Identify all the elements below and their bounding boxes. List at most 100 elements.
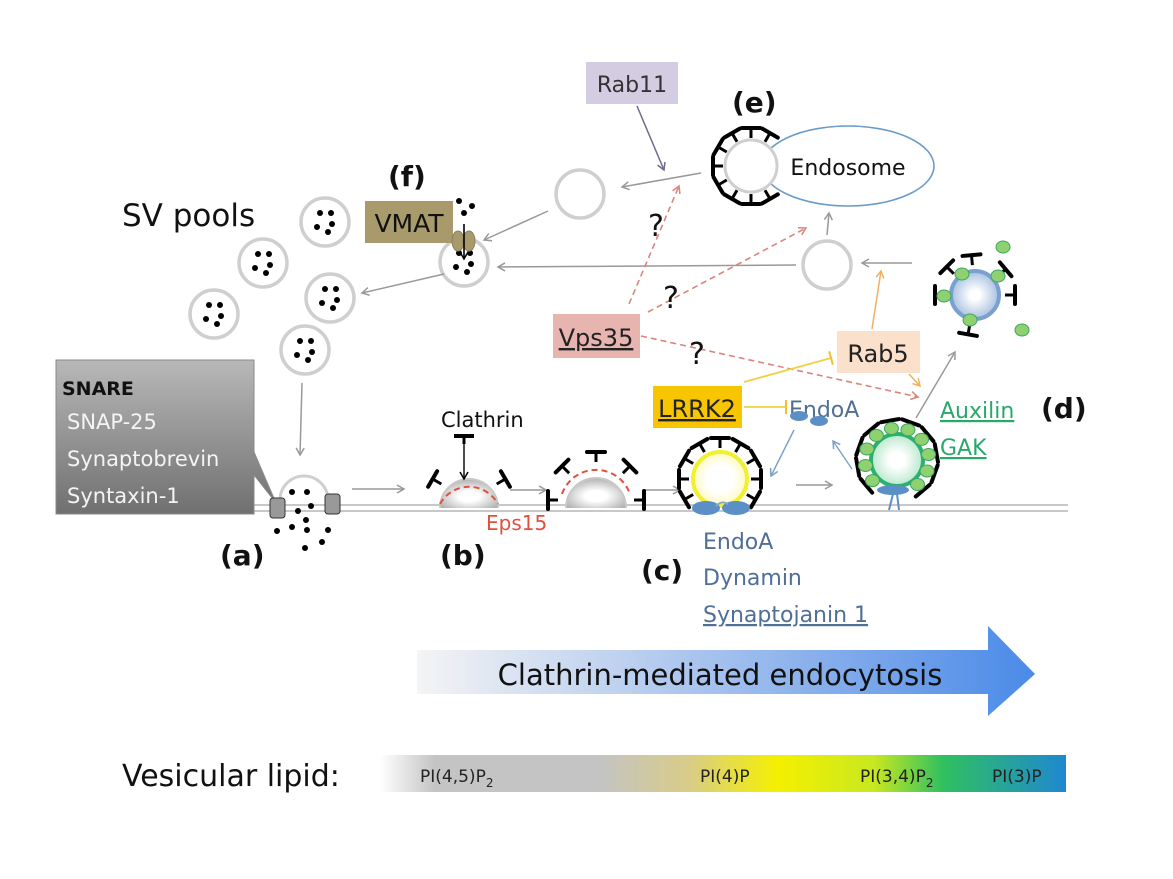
neurotransmitter-dot: [305, 357, 311, 363]
vps35-dashed-arrows: [628, 184, 920, 401]
clathrin-triskelion-icon: [621, 457, 639, 475]
question-mark-2: ?: [663, 281, 679, 316]
clathrin-triskelion-icon: [546, 489, 558, 511]
neurotransmitter-dot: [295, 508, 301, 514]
synaptic-vesicle: [279, 324, 331, 376]
snare-title: SNARE: [62, 378, 134, 400]
svg-text:PI(4,5)P2: PI(4,5)P2: [420, 767, 493, 790]
neurotransmitter-dot: [322, 286, 328, 292]
neurotransmitter-dot: [214, 321, 220, 327]
auxilin-protein-icon: [914, 432, 930, 446]
clathrin-triskelion-icon: [722, 189, 742, 206]
clathrin-pit-early: [439, 478, 499, 509]
clathrin-triskelion-icon: [938, 258, 956, 276]
neurotransmitter-dot: [303, 517, 309, 523]
lipid-gradient-bar: [380, 755, 1066, 792]
neurotransmitter-dot: [218, 313, 224, 319]
sv-pools-label: SV pools: [122, 198, 255, 234]
neurotransmitter-dot: [468, 261, 474, 267]
lrrk2-inhibits-rab5: [743, 350, 834, 383]
neurotransmitter-dot: [294, 352, 300, 358]
neurotransmitter-dot: [329, 221, 335, 227]
rab11-arrow: [636, 105, 666, 172]
neurotransmitter-dot: [267, 262, 273, 268]
neurotransmitter-dot: [325, 527, 331, 533]
panel-label-c: (c): [641, 554, 683, 587]
neurotransmitter-dot: [302, 545, 308, 551]
clathrin-triskelion-icon: [730, 436, 751, 453]
clathrin-triskelion-icon: [879, 417, 901, 435]
vps35-box: [553, 314, 640, 358]
clathrin-coat-c: [677, 436, 763, 510]
dynamin-collar-d: [877, 485, 909, 511]
auxilin-protein-icon: [954, 267, 970, 281]
clathrin-triskelion-icon: [760, 126, 780, 143]
vmat-box: [365, 201, 453, 243]
panel-label-f: (f): [388, 160, 426, 193]
auxilin-protein-icon: [921, 447, 937, 461]
auxilin-protein-icon: [962, 313, 978, 327]
question-mark-3: ?: [689, 337, 705, 372]
clathrin-triskelion-icon: [854, 435, 875, 457]
neurotransmitter-dot: [328, 210, 334, 216]
clathrin-triskelion-icon: [709, 436, 731, 448]
svg-text:PI(3)P: PI(3)P: [992, 767, 1042, 787]
clathrin-triskelion-icon: [746, 489, 763, 510]
fusing-vesicle: [269, 474, 341, 519]
clathrin-triskelion-icon: [854, 456, 873, 478]
neurotransmitter-dot: [304, 489, 310, 495]
auxilin-protein-icon: [936, 289, 952, 303]
stage-d-protein: GAK: [940, 436, 987, 461]
clathrin-triskelion-icon: [1005, 284, 1017, 306]
clathrin-triskelion-icon: [751, 468, 763, 490]
vmat-label: VMAT: [374, 209, 444, 238]
clathrin-triskelion-icon: [711, 137, 728, 157]
lipid-segment: PI(4,5)P2: [420, 767, 493, 790]
recycled-vesicle-top: [554, 168, 606, 220]
clathrin-coat-deep: [546, 450, 646, 511]
neurotransmitter-dot: [217, 302, 223, 308]
endoa-release-arrow: [832, 439, 853, 470]
rab5-arrow-up: [871, 269, 885, 330]
recycled-vesicle-middle: [801, 239, 853, 291]
rab11-box: [586, 62, 678, 104]
clathrin-coat-b: [426, 469, 512, 489]
clathrin-triskelion-icon: [722, 126, 742, 143]
neurotransmitter-release: [274, 489, 331, 551]
dynamin-endoa-complex: [692, 501, 750, 515]
clathrin-triskelion-icon: [914, 425, 936, 446]
lipid-segment: PI(4)P: [700, 767, 750, 787]
clathrin-label: Clathrin: [441, 408, 524, 432]
clathrin-triskelion-icon: [740, 194, 762, 206]
snare-item: Syntaxin-1: [67, 484, 180, 508]
clathrin-coat-d: [854, 417, 940, 499]
clathrin-triskelion-icon: [454, 434, 474, 481]
neurotransmitter-dot: [308, 503, 314, 509]
neurotransmitter-dot: [255, 251, 261, 257]
rab5-arrow-down: [908, 373, 922, 388]
sv-pool-vesicles: [188, 196, 490, 376]
clathrin-triskelion-icon: [711, 155, 723, 177]
neurotransmitter-dot: [203, 316, 209, 322]
auxilin-protein-icon: [995, 240, 1011, 254]
vps35-label: Vps35: [559, 324, 634, 352]
synaptic-vesicle: [237, 237, 289, 289]
clathrin-triskelion-icon: [919, 463, 940, 485]
lrrk2-box: [653, 386, 742, 428]
clathrin-triskelion-icon: [910, 478, 932, 499]
eps15-label: Eps15: [486, 511, 547, 535]
neurotransmitter-dot: [289, 489, 295, 495]
cme-process-arrow: [417, 626, 1035, 716]
panel-label-e: (e): [732, 86, 777, 119]
lipid-segment: PI(3,4)P2: [860, 767, 933, 790]
clathrin-triskelion-icon: [921, 442, 940, 464]
clathrin-triskelion-icon: [677, 489, 694, 510]
lrrk2-label: LRRK2: [658, 395, 736, 423]
clathrin-triskelion-icon: [585, 450, 607, 462]
auxilin-protein-icon: [868, 428, 884, 442]
clathrin-triskelion-icon: [677, 468, 689, 490]
svg-text:PI(4)P: PI(4)P: [700, 767, 750, 787]
neurotransmitter-dot: [330, 305, 336, 311]
vesicle-fission-c: [691, 450, 749, 508]
question-mark-1: ?: [648, 209, 664, 244]
